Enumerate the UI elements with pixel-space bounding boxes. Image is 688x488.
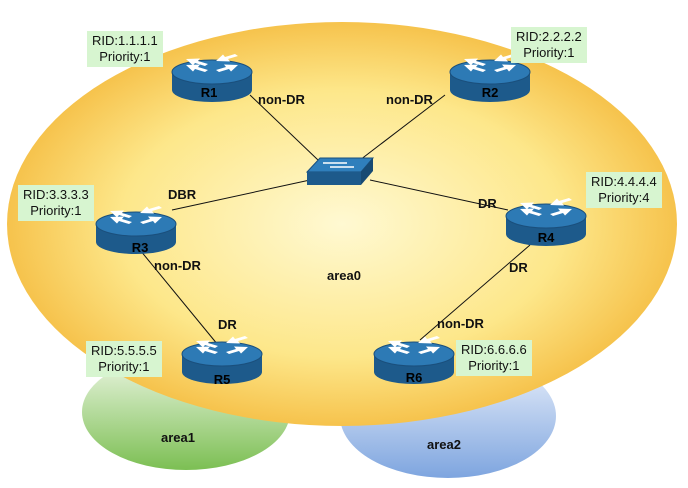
router-r5-info: RID:5.5.5.5 Priority:1 xyxy=(86,341,162,377)
router-r6-info: RID:6.6.6.6 Priority:1 xyxy=(456,340,532,376)
links xyxy=(139,94,531,346)
router-r4-rid: RID:4.4.4.4 xyxy=(591,174,657,189)
router-r6-priority: Priority:1 xyxy=(468,358,520,373)
router-r6-role: non-DR xyxy=(437,316,484,331)
router-r3-role-area0: DBR xyxy=(168,187,197,202)
router-r6-rid: RID:6.6.6.6 xyxy=(461,342,527,357)
router-r1-role: non-DR xyxy=(258,92,305,107)
router-r2-info: RID:2.2.2.2 Priority:1 xyxy=(511,27,587,63)
area1-label: area1 xyxy=(161,430,195,445)
router-r5-rid: RID:5.5.5.5 xyxy=(91,343,157,358)
router-r3-rid: RID:3.3.3.3 xyxy=(23,187,89,202)
link-r4-switch xyxy=(369,179,509,211)
router-r4-name: R4 xyxy=(538,230,555,245)
router-r3-info: RID:3.3.3.3 Priority:1 xyxy=(18,185,94,221)
router-r2-priority: Priority:1 xyxy=(523,45,575,60)
link-r2-switch xyxy=(359,94,446,161)
router-r4-info: RID:4.4.4.4 Priority:4 xyxy=(586,172,662,208)
switch-icon xyxy=(305,157,375,185)
link-r3-switch xyxy=(171,179,311,211)
area0-region xyxy=(7,22,677,426)
router-r1-info: RID:1.1.1.1 Priority:1 xyxy=(87,31,163,67)
router-r2-name: R2 xyxy=(482,85,499,100)
router-r2-rid: RID:2.2.2.2 xyxy=(516,29,582,44)
router-r4-role-area0: DR xyxy=(478,196,497,211)
router-r5-role: DR xyxy=(218,317,237,332)
router-r1-name: R1 xyxy=(201,85,218,100)
link-r3-r5 xyxy=(139,249,219,346)
link-r1-switch xyxy=(249,94,319,161)
area0-label: area0 xyxy=(327,268,361,283)
router-r3-name: R3 xyxy=(132,240,149,255)
area2-label: area2 xyxy=(427,437,461,452)
router-r1-rid: RID:1.1.1.1 xyxy=(92,33,158,48)
router-r4-priority: Priority:4 xyxy=(598,190,650,205)
router-r2-role: non-DR xyxy=(386,92,433,107)
router-r1-priority: Priority:1 xyxy=(99,49,151,64)
router-r5-name: R5 xyxy=(214,372,231,387)
router-r3-role-area1: non-DR xyxy=(154,258,201,273)
router-r6-name: R6 xyxy=(406,370,423,385)
router-r3-priority: Priority:1 xyxy=(30,203,82,218)
router-r5-priority: Priority:1 xyxy=(98,359,150,374)
link-r4-r6 xyxy=(419,244,531,341)
router-r4-role-area2: DR xyxy=(509,260,528,275)
